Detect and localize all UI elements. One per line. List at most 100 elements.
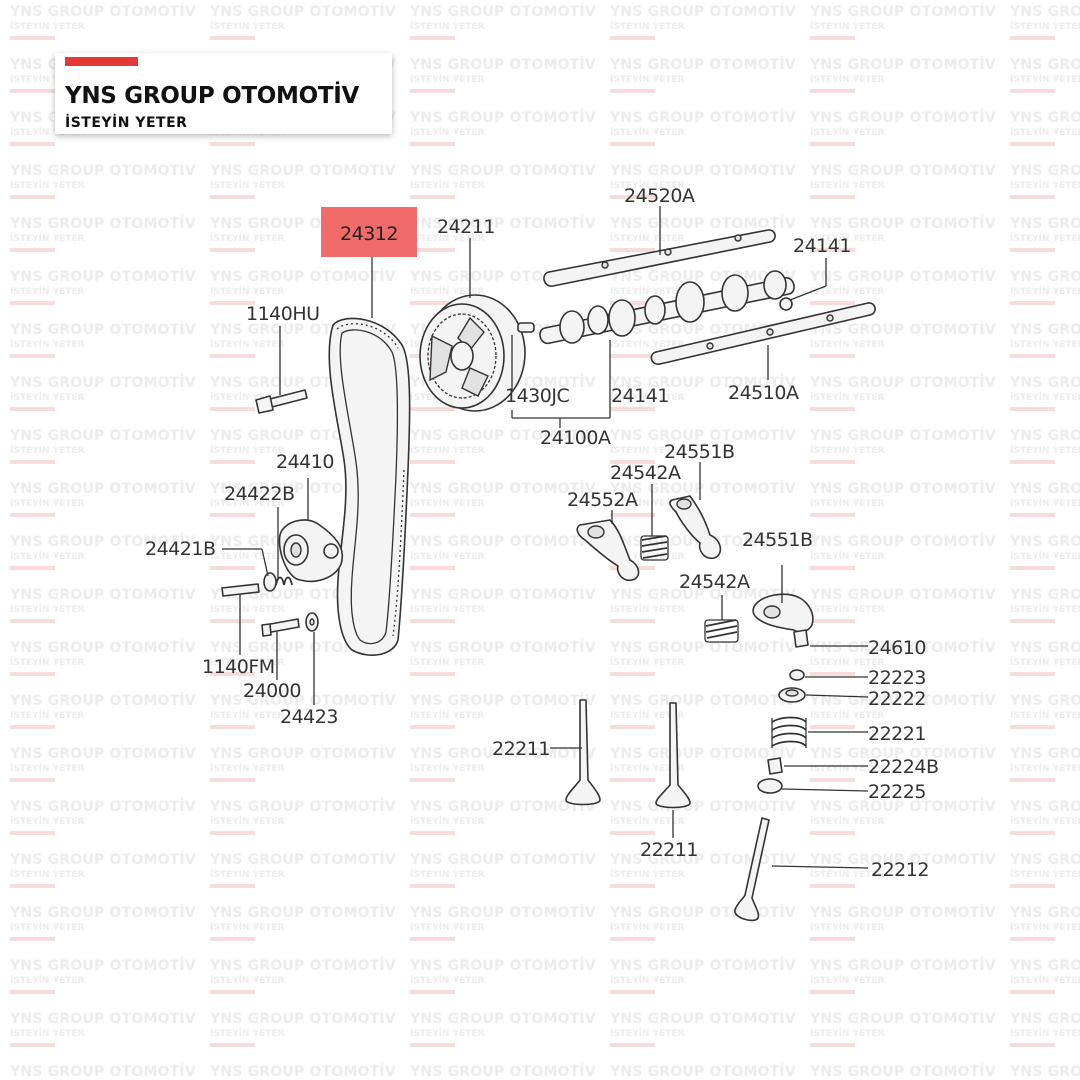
watermark-bar — [1010, 248, 1055, 252]
label-tensioner: 24410 — [276, 451, 334, 473]
logo-subtitle: İSTEYİN YETER — [65, 115, 188, 131]
label-retainer: 22222 — [868, 688, 926, 710]
watermark-line1: YNS GROUP OTOMOTİV — [410, 746, 596, 762]
watermark-bar — [1010, 354, 1055, 358]
watermark-line2: İSTEYİN YETER — [10, 499, 85, 509]
watermark-line2: İSTEYİN YETER — [210, 499, 285, 509]
watermark-line2: İSTEYİN YETER — [410, 870, 485, 880]
valve-spring — [771, 716, 807, 748]
watermark-line1: YNS GROUP OTOMOTİV — [810, 4, 996, 20]
watermark-line1: YNS GROUP OTOMOTİV — [810, 375, 996, 391]
label-tensioner-part: 24422B — [224, 483, 294, 505]
retainer — [778, 687, 806, 703]
watermark-line1: YNS GROUP OTOMOTİV — [410, 1011, 596, 1027]
camshaft — [517, 270, 795, 345]
watermark-line1: YNS GROUP OTOMOTİV — [10, 693, 196, 709]
watermark-line2: İSTEYİN YETER — [410, 128, 485, 138]
watermark-line1: YNS GROUP OTOMOTİV — [810, 534, 996, 550]
watermark-bar — [810, 778, 855, 782]
watermark-bar — [10, 990, 55, 994]
watermark-bar — [810, 248, 855, 252]
watermark-line2: İSTEYİN YETER — [10, 393, 85, 403]
watermark-bar — [10, 619, 55, 623]
watermark-line2: İSTEYİN YETER — [10, 446, 85, 456]
watermark-bar — [410, 301, 455, 305]
watermark-tile: YNS GROUP OTOMOTİV İSTEYİN YETER — [200, 265, 400, 318]
watermark-bar — [210, 301, 255, 305]
watermark-line1: YNS GROUP OTOMOTİV — [10, 375, 196, 391]
watermark-bar — [1010, 778, 1055, 782]
watermark-bar — [1010, 407, 1055, 411]
watermark-line1: YNS GROUP OTOMOTİV — [10, 216, 196, 232]
watermark-line2: İSTEYİN YETER — [610, 658, 685, 668]
watermark-line1: YNS GROUP OTOMOTİV — [10, 481, 196, 497]
watermark-line2: İSTEYİN YETER — [610, 1029, 685, 1039]
watermark-line2: İSTEYİN YETER — [10, 22, 85, 32]
watermark-line1: YNS GROUP OTOMOTİV — [210, 269, 396, 285]
watermark-line2: İSTEYİN YETER — [410, 75, 485, 85]
watermark-line1: YNS GROUP OTOMOTİV — [10, 163, 196, 179]
watermark-line2: İSTEYİN YETER — [10, 287, 85, 297]
watermark-line1: YNS GROUP OTOMOTİV — [810, 163, 996, 179]
watermark-line2: İSTEYİN YETER — [410, 711, 485, 721]
watermark-bar — [610, 990, 655, 994]
watermark-line1: YNS GROUP OTOMOTİV — [210, 163, 396, 179]
watermark-bar — [610, 725, 655, 729]
watermark-bar — [410, 937, 455, 941]
watermark-line1: YNS GROUP OTOMOTİV — [210, 4, 396, 20]
watermark-line1: YNS GROUP OTOMOTİV — [810, 216, 996, 232]
watermark-line1: YNS GROUP OTOMOTİV — [1010, 958, 1080, 974]
watermark-bar — [810, 566, 855, 570]
rocker-shaft-lower — [650, 302, 876, 365]
watermark-bar — [810, 725, 855, 729]
washer-24423 — [305, 612, 319, 632]
watermark-tile: YNS GROUP OTOMOTİV İSTEYİN YETER — [200, 159, 400, 212]
watermark-bar — [210, 619, 255, 623]
watermark-line1: YNS GROUP OTOMOTİV — [810, 269, 996, 285]
watermark-bar — [1010, 36, 1055, 40]
watermark-line1: YNS GROUP OTOMOTİV — [610, 1064, 796, 1080]
watermark-line2: İSTEYİN YETER — [210, 181, 285, 191]
watermark-line2: İSTEYİN YETER — [810, 817, 885, 827]
watermark-bar — [810, 36, 855, 40]
watermark-line2: İSTEYİN YETER — [10, 658, 85, 668]
watermark-line1: YNS GROUP OTOMOTİV — [210, 905, 396, 921]
watermark-line2: İSTEYİN YETER — [210, 287, 285, 297]
bolt-24000 — [261, 618, 300, 637]
watermark-bar — [410, 89, 455, 93]
watermark-tile: YNS GROUP OTOMOTİV İSTEYİN YETER — [0, 477, 200, 530]
watermark-line1: YNS GROUP OTOMOTİV — [210, 1011, 396, 1027]
watermark-bar — [1010, 1043, 1055, 1047]
watermark-line2: İSTEYİN YETER — [1010, 75, 1080, 85]
logo-accent-bar — [65, 57, 138, 66]
timing-belt — [328, 317, 411, 656]
watermark-line1: YNS GROUP OTOMOTİV — [10, 322, 196, 338]
label-rocker-arm-right: 24551B — [742, 529, 812, 551]
label-keeper: 22223 — [868, 667, 926, 689]
keeper — [789, 669, 805, 681]
watermark-line2: İSTEYİN YETER — [610, 234, 685, 244]
watermark-line2: İSTEYİN YETER — [810, 499, 885, 509]
watermark-line2: İSTEYİN YETER — [810, 552, 885, 562]
watermark-bar — [810, 142, 855, 146]
watermark-line1: YNS GROUP OTOMOTİV — [210, 746, 396, 762]
watermark-line2: İSTEYİN YETER — [10, 75, 85, 85]
